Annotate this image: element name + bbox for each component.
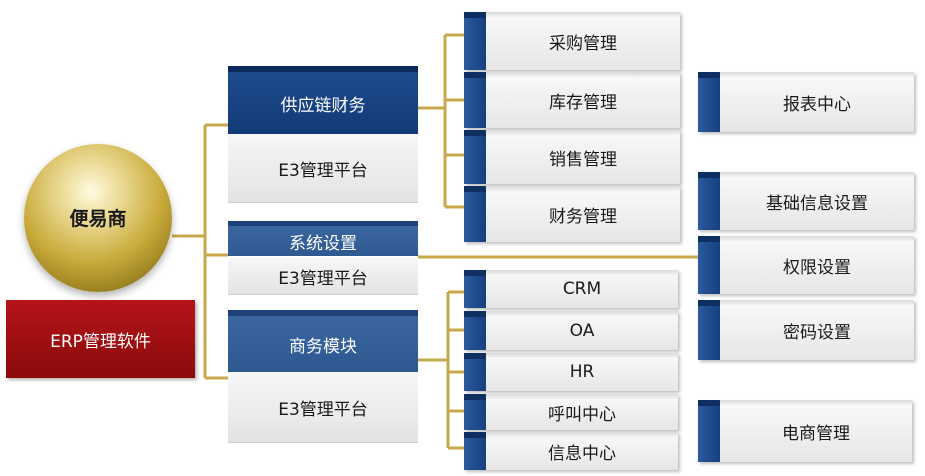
group-sub-system: E3管理平台 <box>228 258 418 295</box>
module-purchase: 采购管理 <box>464 12 680 70</box>
module-finance: 财务管理 <box>464 186 680 242</box>
module-label: 权限设置 <box>783 257 851 278</box>
module-call-center: 呼叫中心 <box>464 394 678 430</box>
module-label: 财务管理 <box>549 206 617 227</box>
module-label: 信息中心 <box>548 443 616 464</box>
group-header-business: 商务模块 <box>228 310 418 372</box>
module-crm: CRM <box>464 270 678 308</box>
module-label: HR <box>569 362 595 382</box>
module-label: 基础信息设置 <box>766 193 868 214</box>
module-inventory: 库存管理 <box>464 72 680 128</box>
group-header-system: 系统设置 <box>228 221 418 256</box>
center-title: 便易商 <box>69 207 127 230</box>
module-label: 呼叫中心 <box>548 404 616 425</box>
module-ecommerce: 电商管理 <box>698 400 912 462</box>
module-sales: 销售管理 <box>464 130 680 184</box>
module-label: 销售管理 <box>549 149 617 170</box>
module-label: 采购管理 <box>549 33 617 54</box>
module-label: OA <box>569 320 595 341</box>
group-sub-supply-chain: E3管理平台 <box>228 134 418 203</box>
module-basic-info: 基础信息设置 <box>698 172 914 230</box>
module-label: 报表中心 <box>783 94 851 115</box>
erp-label: ERP管理软件 <box>6 300 195 378</box>
module-hr: HR <box>464 353 678 391</box>
module-label: 密码设置 <box>783 322 851 343</box>
module-label: CRM <box>562 279 602 299</box>
module-password: 密码设置 <box>698 300 914 360</box>
module-permissions: 权限设置 <box>698 236 914 294</box>
module-info-center: 信息中心 <box>464 432 678 470</box>
module-oa: OA <box>464 311 678 350</box>
group-sub-business: E3管理平台 <box>228 372 418 443</box>
module-label: 电商管理 <box>782 423 850 444</box>
group-header-supply-chain: 供应链财务 <box>228 66 418 134</box>
center-sphere: 便易商 <box>24 144 172 292</box>
module-report-center: 报表中心 <box>698 72 914 132</box>
module-label: 库存管理 <box>549 92 617 113</box>
